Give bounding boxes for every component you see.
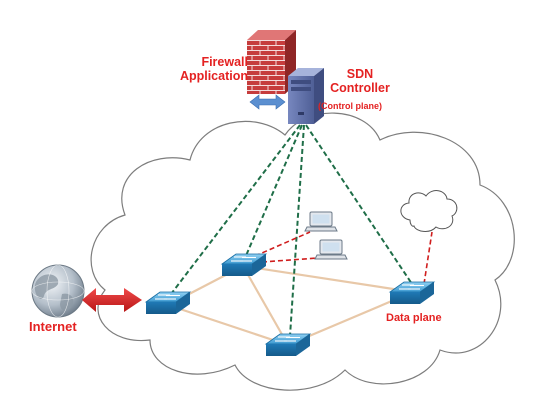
link-switch2-laptop2 (261, 257, 319, 263)
internet-label: Internet (29, 319, 77, 334)
sdn-controller-label: SDN Controller (325, 67, 395, 96)
double-arrow-icon (82, 288, 142, 312)
sdn-label-line2: Controller (330, 81, 390, 96)
firewall-label-line1: Firewall (201, 55, 248, 69)
data-plane-label: Data plane (386, 312, 442, 324)
network-cloud (90, 112, 515, 391)
control-link-switch2 (244, 124, 303, 259)
firewall-brick-wall-icon (247, 30, 296, 94)
control-link-switch1 (167, 124, 301, 299)
link-switch2-switch3 (242, 264, 414, 294)
control-plane-label: (Control plane) (318, 101, 382, 111)
sdn-label-line1: SDN (346, 67, 374, 81)
firewall-label-line2: Application (179, 69, 248, 84)
physical-links (167, 264, 414, 347)
link-switch1-switch4 (167, 303, 289, 347)
laptop-icon (304, 211, 338, 232)
small-cloud-icon (400, 190, 458, 232)
link-switch2-switch4 (242, 265, 289, 346)
server-tower-icon (288, 68, 324, 124)
globe-icon (31, 264, 85, 318)
firewall-application-label: Firewall Application (163, 55, 248, 84)
double-arrow-icon (249, 94, 286, 110)
control-link-switch4 (289, 124, 305, 337)
link-switch2-laptop1 (254, 231, 311, 257)
host-links (254, 231, 433, 285)
network-switch-icon (144, 291, 192, 314)
network-switch-icon (388, 281, 436, 304)
network-switch-icon (220, 253, 268, 276)
control-links (167, 124, 413, 337)
network-switch-icon (264, 333, 312, 356)
link-switch3-cloud (423, 231, 433, 285)
laptop-icon (314, 239, 348, 260)
